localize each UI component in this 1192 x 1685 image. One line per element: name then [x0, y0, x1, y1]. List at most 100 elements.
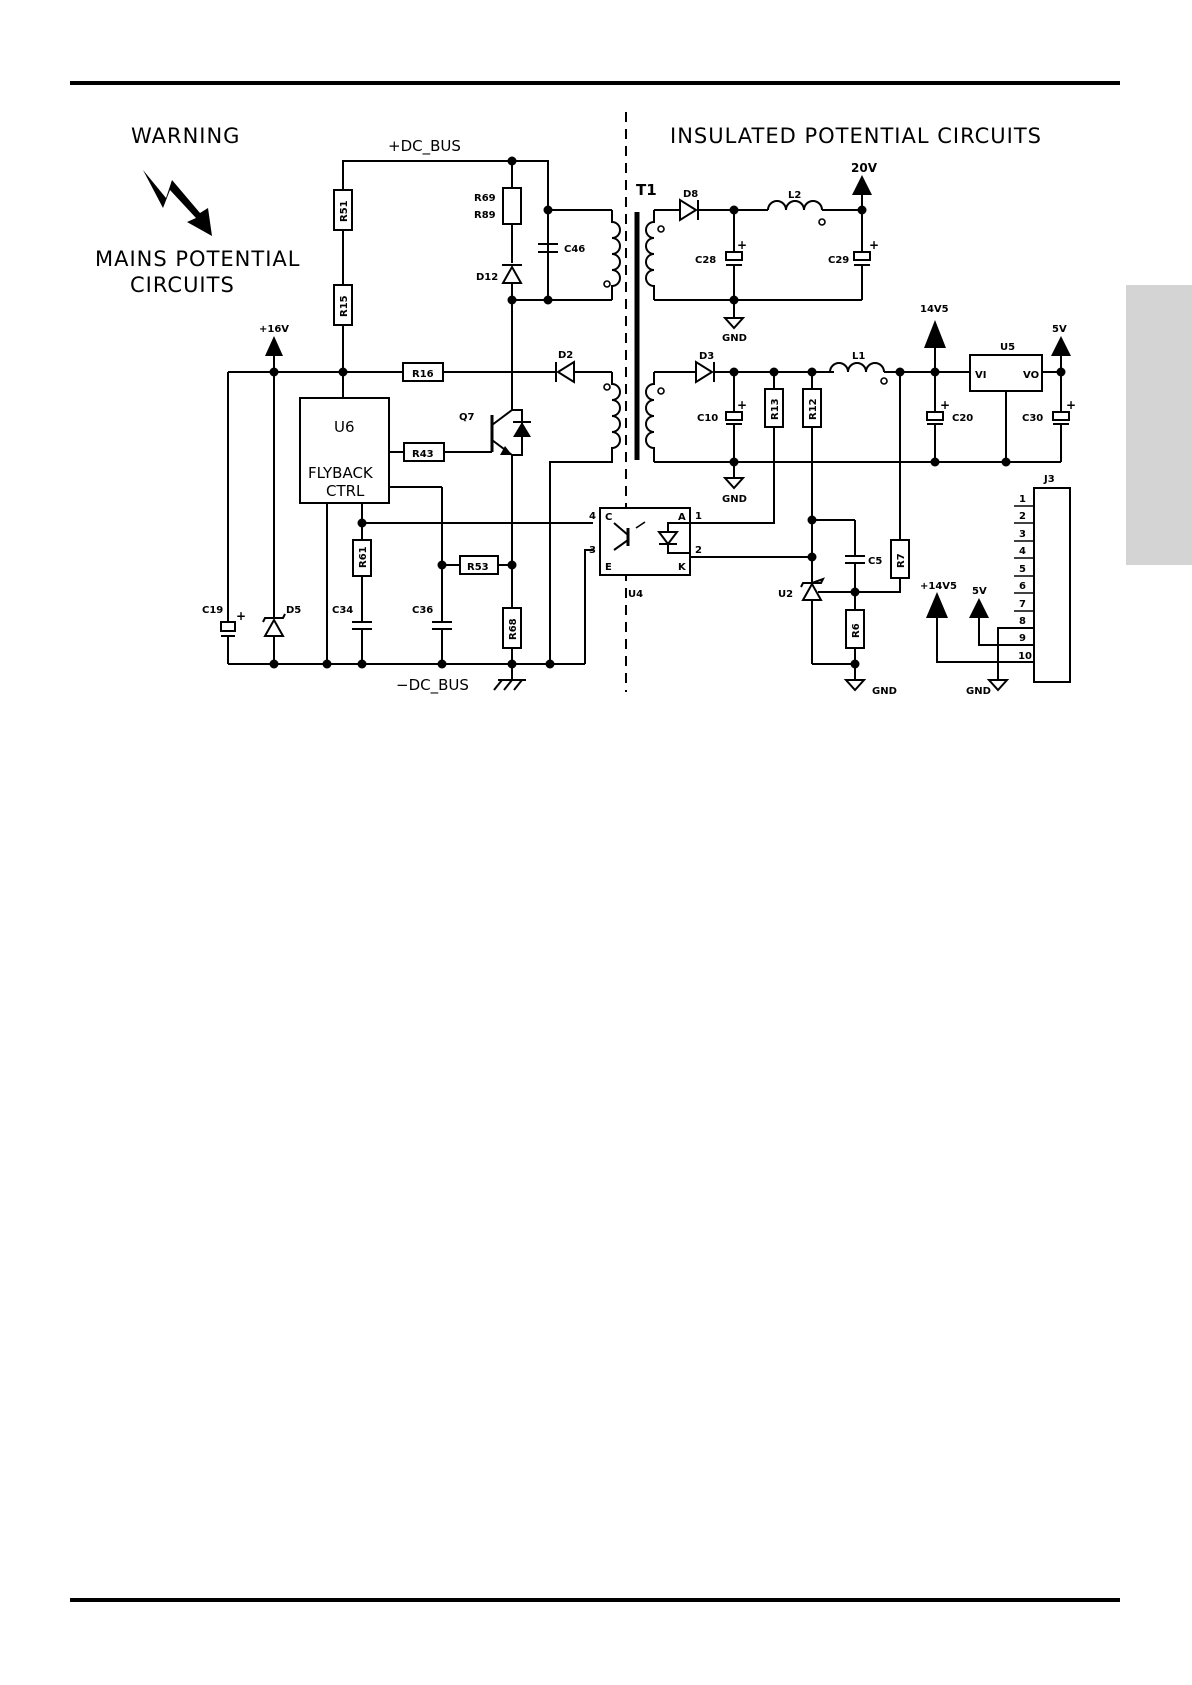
u4-led-cathode-wire	[667, 544, 690, 554]
r53-label: R53	[467, 562, 489, 573]
l2-dot	[818, 218, 826, 226]
dc-bus-pos-label: +DC_BUS	[388, 137, 461, 156]
plus14v5-arrow-icon	[926, 592, 948, 618]
t1-sec20-dot	[657, 225, 665, 233]
c29-label: C29	[828, 255, 849, 266]
u4-pin-k: K	[678, 562, 687, 573]
l2-label: L2	[788, 190, 801, 201]
gnd-symbol-2	[722, 477, 746, 490]
v20-label: 20V	[851, 161, 878, 175]
optocoupler-u4	[599, 507, 691, 576]
j3-pin-9: 9	[1019, 633, 1026, 644]
t1-aux-winding	[549, 372, 621, 664]
u4-pin2: 2	[695, 545, 702, 556]
gnd-symbol-4	[986, 679, 1010, 692]
junction-c46-top	[543, 205, 553, 215]
u2-bar	[800, 577, 826, 588]
u6-function-line2: CTRL	[326, 482, 365, 500]
c20-label: C20	[952, 413, 973, 424]
capacitor-c30	[1052, 411, 1070, 421]
v5-arrow-icon	[1051, 336, 1071, 356]
u4-pin3: 3	[589, 545, 596, 556]
t1-secondary-14v5	[645, 372, 655, 462]
r68-label: R68	[508, 618, 519, 640]
wire-u4-emitter	[584, 549, 593, 664]
junction-gnd-u5	[1001, 457, 1011, 467]
j3-pin-6: 6	[1019, 581, 1026, 592]
r15-label: R15	[339, 295, 350, 317]
r69-label: R69	[474, 193, 496, 204]
c28-plus: +	[737, 238, 747, 252]
j3-pins: 1 2 3 4 5 6 7 8 9 10	[1014, 494, 1034, 662]
t1-primary-dot	[603, 280, 611, 288]
r6-label: R6	[851, 623, 862, 638]
j3-pin-5: 5	[1019, 564, 1026, 575]
gnd-label-3: GND	[872, 686, 897, 697]
warning-label: WARNING	[131, 124, 240, 148]
wire-5v-j3	[978, 618, 1034, 646]
q7-arrow	[500, 446, 512, 455]
j3-label: J3	[1043, 474, 1055, 485]
u4-label: U4	[628, 589, 643, 600]
c34-label: C34	[332, 605, 353, 616]
j3-pin-7: 7	[1019, 599, 1026, 610]
c5-label: C5	[868, 556, 882, 567]
j3-pin-2: 2	[1019, 511, 1026, 522]
c10-label: C10	[697, 413, 718, 424]
j3-pin-1: 1	[1019, 494, 1026, 505]
junction-c46-bottom	[543, 295, 553, 305]
c19-plus: +	[236, 609, 246, 623]
t1-secondary-20v	[645, 210, 655, 300]
capacitor-c10	[725, 411, 743, 421]
u4-led	[657, 531, 679, 546]
u4-light-ray	[635, 521, 646, 529]
zener-d5	[263, 617, 285, 637]
gnd-label-4: GND	[966, 686, 991, 697]
j3-pin-10: 10	[1018, 651, 1032, 662]
u4-photo-collector	[613, 522, 629, 536]
ic-u6	[299, 397, 390, 504]
junction-gnd-c20	[930, 457, 940, 467]
u5-label: U5	[1000, 342, 1015, 353]
diode-d2	[556, 360, 575, 384]
r16-label: R16	[412, 369, 434, 380]
c29-plus: +	[869, 238, 879, 252]
section-tab	[1126, 285, 1192, 565]
diode-d3	[695, 360, 714, 384]
wire-r13-u4	[690, 427, 775, 524]
r89-label: R89	[474, 210, 496, 221]
wire-14v5-j3	[936, 618, 1034, 663]
v5-label: 5V	[1052, 324, 1067, 335]
junction-neg-5	[507, 659, 517, 669]
d3-label: D3	[699, 351, 714, 362]
r12-label: R12	[808, 398, 819, 420]
connector-j3	[1033, 487, 1071, 683]
capacitor-c20	[926, 411, 944, 421]
junction-neg-6	[545, 659, 555, 669]
j3-pin-3: 3	[1019, 529, 1026, 540]
u4-pin-c: C	[605, 512, 612, 523]
junction-neg-1	[269, 659, 279, 669]
gnd-symbol-1	[722, 317, 746, 330]
u4-pin4: 4	[589, 511, 596, 522]
t1-primary-winding	[611, 210, 621, 300]
u4-photo-emitter	[613, 539, 629, 551]
gnd-label-2: GND	[722, 494, 747, 505]
j3-pin-8: 8	[1019, 616, 1026, 627]
v20-arrow-icon	[852, 175, 872, 195]
u4-pin-a: A	[678, 512, 686, 523]
bottom-rule	[70, 1598, 1120, 1602]
diode-d12	[501, 264, 523, 284]
junction-r15	[338, 367, 348, 377]
d12-label: D12	[476, 272, 498, 283]
v14v5-label: 14V5	[920, 304, 949, 315]
r43-label: R43	[412, 449, 434, 460]
c46-label: C46	[564, 244, 585, 255]
mains-label-line2: CIRCUITS	[130, 273, 235, 297]
dc-bus-neg-label: −DC_BUS	[396, 676, 469, 695]
c19-label: C19	[202, 605, 223, 616]
capacitor-c19	[220, 621, 236, 632]
chassis-ground-leg3	[513, 679, 523, 691]
plus16v-label: +16V	[259, 324, 289, 335]
